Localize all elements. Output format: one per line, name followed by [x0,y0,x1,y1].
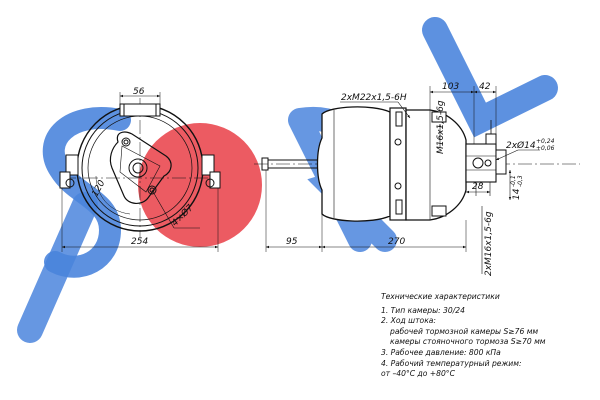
spec-line: камеры стояночного тормоза S≥70 мм [390,337,546,347]
specs-title: Технические характеристики [381,292,500,301]
side-body-length-label: 270 [388,237,405,247]
front-bolt-spacing-label: 56 [133,87,145,97]
side-clevis-label: 42 [479,82,491,92]
front-width-label: 254 [131,237,148,247]
spec-line: 4. Рабочий температурный режим: [381,358,522,368]
side-port-label: 2xM22x1,5-6H [341,93,407,103]
side-push-rod-label: 95 [286,237,298,247]
spec-line: от –40°С до +80°С [381,369,455,379]
front-view [59,92,221,252]
side-fork-thickness-tol-upper: -0,1 [510,175,517,187]
spec-line: 1. Тип камеры: 30/24 [381,305,465,315]
side-fork-width-label: 28 [472,182,484,192]
spec-line: рабочей тормозной камеры S≥76 мм [390,326,539,336]
watermark-letter-l [422,17,558,138]
side-fork-thickness-label: 14 [512,188,522,200]
side-stud-thread-label: M16x1,5-6g [436,100,446,154]
side-pin-hole-tol-lower: +0,06 [536,145,555,152]
side-mount-thread-label: 2xM16x1,5-6g [484,211,494,276]
side-pin-hole-tol-upper: +0,24 [536,138,555,145]
side-view [254,86,580,274]
spec-line: 2. Ход штока: [381,316,436,326]
watermark-letter-o [138,123,262,247]
side-fork-thickness-tol-lower: -0,3 [517,175,524,187]
spec-line: 3. Рабочее давление: 800 кПа [381,347,501,357]
watermark-swoosh [17,192,98,343]
side-pin-hole-label: 2xØ14 [506,140,536,151]
side-fork-offset-label: 103 [442,82,459,92]
front-pcd-label: 120 [91,178,108,198]
specifications-block: Технические характеристики 1. Тип камеры… [381,292,596,380]
